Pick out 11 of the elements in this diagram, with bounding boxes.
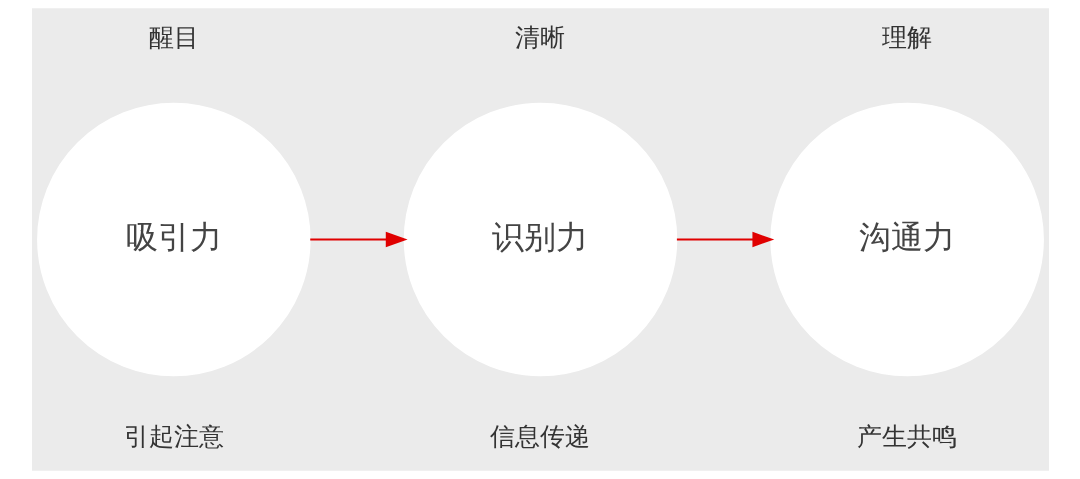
node-label: 产生共鸣 [856,421,957,451]
arrow [676,231,774,248]
node-label: 引起注意 [123,421,224,451]
arrow [309,231,408,248]
node-label: 信息传递 [490,421,590,451]
node-label: 醒目 [148,23,199,53]
node-circle: 识别力 [403,102,677,377]
node-label: 理解 [881,23,932,53]
node-label: 清晰 [515,23,565,53]
node-circle: 沟通力 [769,102,1044,377]
node-circle: 吸引力 [36,102,311,377]
